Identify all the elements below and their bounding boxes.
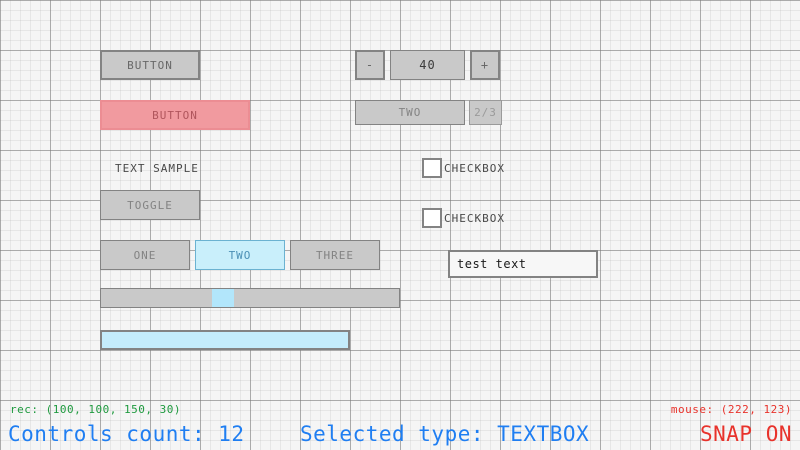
controls-count-readout: Controls count: 12 — [8, 422, 245, 446]
toggle-group-item-two[interactable]: TWO — [195, 240, 285, 270]
spinner-increment-button[interactable]: + — [470, 50, 500, 80]
mouse-position-readout: mouse: (222, 123) — [670, 403, 792, 416]
toggle-button[interactable]: TOGGLE — [100, 190, 200, 220]
rectangle-info-readout: rec: (100, 100, 150, 30) — [10, 403, 181, 416]
button-normal[interactable]: BUTTON — [100, 50, 200, 80]
progress-bar-fill — [102, 332, 348, 348]
combo-box[interactable]: TWO — [355, 100, 465, 125]
snap-state-readout: SNAP ON — [699, 422, 792, 446]
text-box[interactable]: test text — [448, 250, 598, 278]
toggle-group-item-one[interactable]: ONE — [100, 240, 190, 270]
spinner-value[interactable]: 40 — [390, 50, 465, 80]
button-selected[interactable]: BUTTON — [100, 100, 250, 130]
checkbox-one-label: CHECKBOX — [444, 161, 505, 175]
checkbox-one[interactable] — [422, 158, 442, 178]
slider-handle[interactable] — [212, 289, 234, 307]
text-sample-label: TEXT SAMPLE — [115, 161, 199, 175]
progress-bar[interactable] — [100, 330, 350, 350]
checkbox-two-label: CHECKBOX — [444, 211, 505, 225]
toggle-group-item-three[interactable]: THREE — [290, 240, 380, 270]
spinner-decrement-button[interactable]: - — [355, 50, 385, 80]
slider-track[interactable] — [100, 288, 400, 308]
checkbox-two[interactable] — [422, 208, 442, 228]
selected-type-readout: Selected type: TEXTBOX — [300, 422, 590, 446]
combo-box-index-indicator[interactable]: 2/3 — [469, 100, 502, 125]
